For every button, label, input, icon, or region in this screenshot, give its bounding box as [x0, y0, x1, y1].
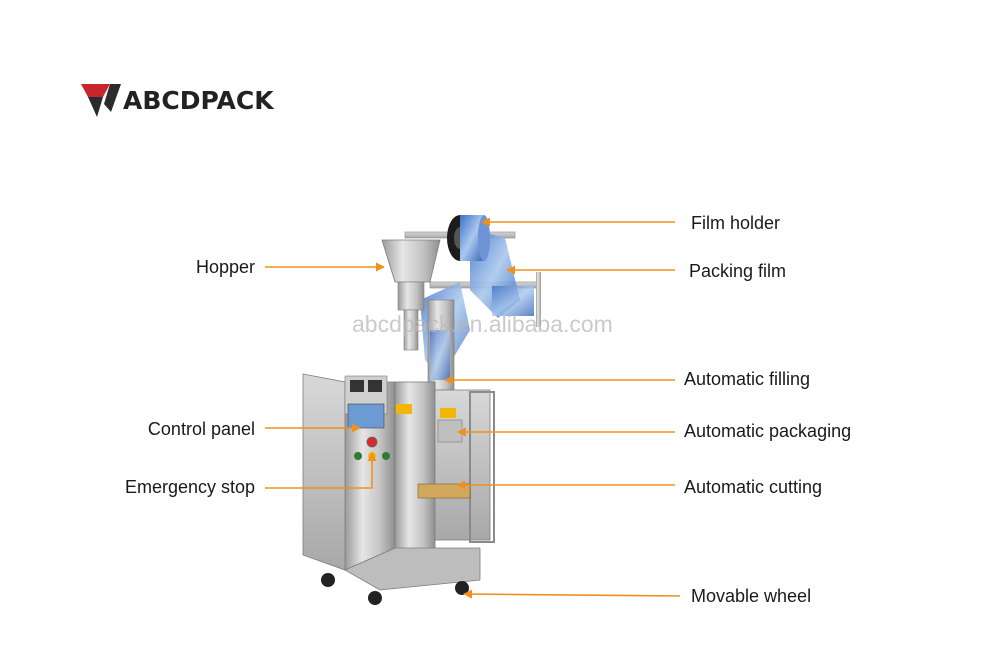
- label-emergency-stop: Emergency stop: [125, 477, 255, 497]
- brand-logo: ABCDPACK: [81, 84, 275, 117]
- label-automatic-filling: Automatic filling: [684, 369, 810, 389]
- label-packing-film: Packing film: [689, 261, 786, 281]
- callout-line-emergency-stop: [265, 452, 377, 489]
- callout-lines: [265, 217, 681, 599]
- watermark-text: abcdpack.en.alibaba.com: [352, 311, 613, 337]
- label-hopper: Hopper: [196, 257, 255, 277]
- label-automatic-cutting: Automatic cutting: [684, 477, 822, 497]
- callout-line-movable-wheel: [463, 589, 681, 599]
- hopper-shape: [381, 239, 441, 351]
- label-automatic-packaging: Automatic packaging: [684, 421, 851, 441]
- callout-labels: Film holder Packing film Hopper Automati…: [125, 213, 851, 606]
- film-roll: [447, 215, 490, 261]
- brand-logo-icon: [81, 84, 121, 117]
- brand-name: ABCDPACK: [123, 86, 275, 115]
- machine-body: [302, 373, 495, 591]
- label-film-holder: Film holder: [691, 213, 780, 233]
- control-panel-shape: [344, 375, 456, 460]
- label-control-panel: Control panel: [148, 419, 255, 439]
- label-movable-wheel: Movable wheel: [691, 586, 811, 606]
- packaging-machine-illustration: [302, 215, 541, 605]
